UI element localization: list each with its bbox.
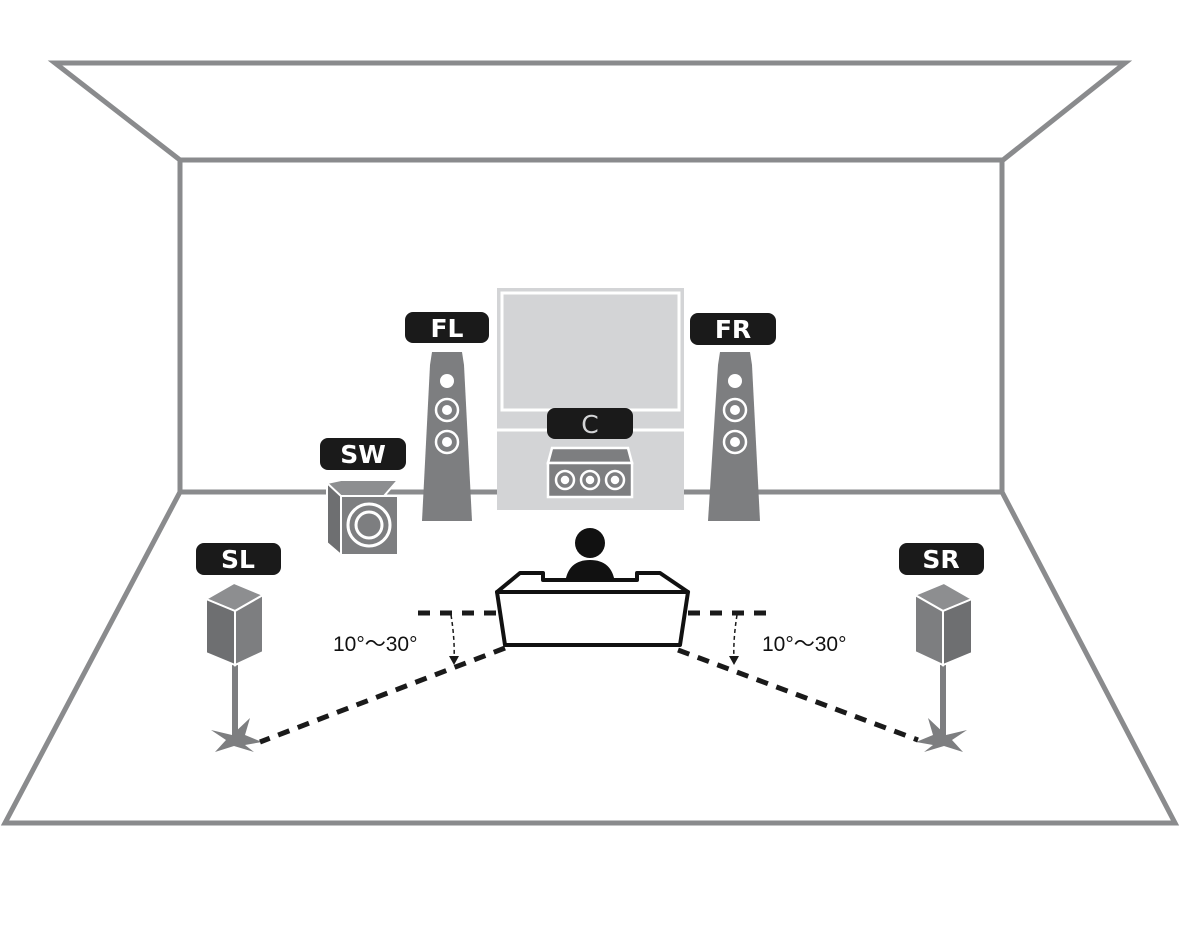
angle-label-right: 10°～30° bbox=[762, 633, 847, 656]
label-fl-text: FL bbox=[430, 314, 463, 343]
label-sr-text: SR bbox=[922, 545, 959, 574]
label-fr: FR bbox=[690, 313, 776, 345]
label-c-text: C bbox=[581, 410, 598, 439]
angle-guides bbox=[259, 610, 919, 745]
front-left-speaker bbox=[422, 352, 472, 521]
front-right-speaker bbox=[708, 352, 760, 521]
angle-label-left: 10°～30° bbox=[333, 633, 418, 656]
subwoofer bbox=[326, 479, 401, 558]
center-speaker bbox=[546, 446, 634, 499]
sofa bbox=[495, 571, 690, 647]
label-sw: SW bbox=[320, 438, 406, 470]
label-sl: SL bbox=[196, 543, 281, 575]
surround-left-speaker bbox=[203, 581, 266, 752]
label-fr-text: FR bbox=[715, 315, 751, 344]
label-sr: SR bbox=[899, 543, 984, 575]
label-sw-text: SW bbox=[340, 440, 386, 469]
label-sl-text: SL bbox=[221, 545, 255, 574]
listener-icon bbox=[565, 528, 615, 583]
label-c: C bbox=[547, 408, 633, 439]
surround-right-speaker bbox=[912, 581, 975, 752]
label-fl: FL bbox=[405, 312, 489, 343]
